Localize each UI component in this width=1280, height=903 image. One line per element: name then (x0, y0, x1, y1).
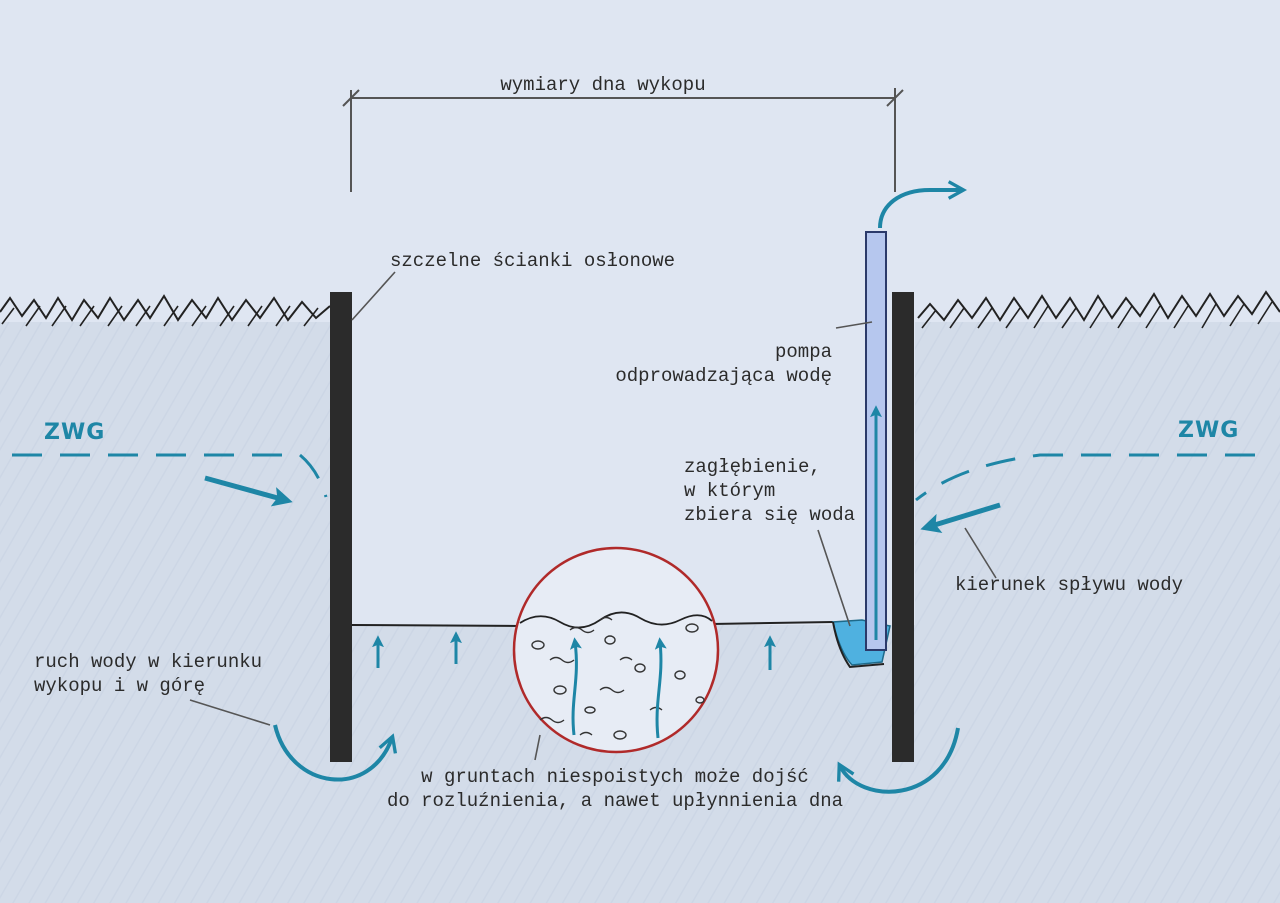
inflow-arrow-left (204, 475, 293, 507)
pump-outflow-arrow (878, 190, 962, 229)
flow-direction-label: kierunek spływu wody (955, 574, 1184, 596)
soil-right-hatch (915, 322, 1280, 903)
groundwater-label-left: ZWG (44, 420, 106, 445)
sump-label-line1: zagłębienie, (684, 456, 821, 478)
ground-surface-left (0, 294, 331, 327)
pump-label: pompa odprowadzająca wodę (570, 340, 832, 388)
sump-label-line3: zbiera się woda (684, 504, 856, 526)
sump-label: zagłębienie, w którym zbiera się woda (684, 455, 855, 527)
excavation-bottom-line (351, 621, 834, 627)
inflow-arrow-right (920, 502, 1001, 534)
soil-left-hatch (0, 322, 335, 903)
leader-lines (189, 271, 997, 761)
sump-outline (832, 621, 885, 669)
loosening-label: w gruntach niespoistych może dojść do ro… (380, 765, 850, 813)
groundwater-table-left (12, 453, 328, 498)
ground-surface-right (917, 290, 1280, 329)
water-movement-label: ruch wody w kierunku wykopu i w górę (34, 650, 262, 698)
groundwater-table-right (915, 453, 1255, 502)
sheet-wall-right (892, 292, 914, 762)
underflow-arrow-left (273, 724, 392, 782)
bottom-dimensions-label: wymiary dna wykopu (500, 74, 706, 96)
sheet-walls-label: szczelne ścianki osłonowe (390, 250, 676, 272)
groundwater-label-right: ZWG (1178, 418, 1240, 443)
loosening-label-line2: do rozluźnienia, a nawet upłynnienia dna (386, 790, 844, 812)
loosening-label-line1: w gruntach niespoistych może dojść (421, 766, 809, 788)
water-movement-label-line1: ruch wody w kierunku (34, 651, 263, 673)
pump-label-line2: odprowadzająca wodę (615, 365, 832, 387)
dimension-line (342, 88, 904, 192)
bottom-loosening-detail (512, 546, 720, 754)
underflow-arrow-right (840, 727, 960, 794)
water-movement-label-line2: wykopu i w górę (34, 675, 206, 697)
sheet-wall-left (330, 292, 352, 762)
sump-label-line2: w którym (684, 480, 776, 502)
pump-label-line1: pompa (774, 341, 832, 363)
